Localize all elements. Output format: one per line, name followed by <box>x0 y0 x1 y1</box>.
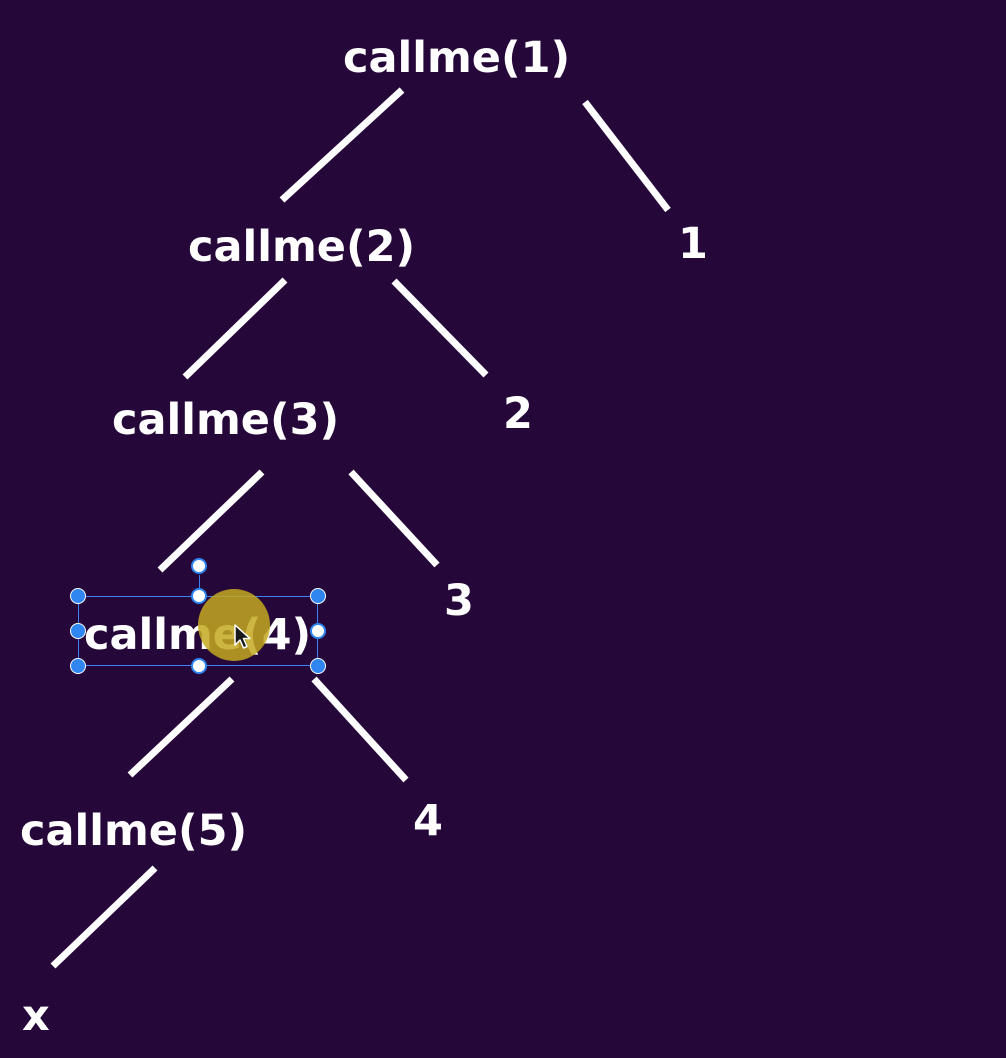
rotation-handle[interactable] <box>191 558 207 574</box>
edge-call2-ret2 <box>391 278 489 378</box>
node-callme-5[interactable]: callme(5) <box>20 806 248 856</box>
resize-handle-bottom-left[interactable] <box>70 658 86 674</box>
cursor-highlight <box>198 589 270 661</box>
node-callme-4[interactable]: callme(4) <box>84 610 312 660</box>
node-base-case[interactable]: x <box>22 991 50 1041</box>
mouse-pointer-icon <box>234 624 251 649</box>
node-callme-2[interactable]: callme(2) <box>188 222 416 272</box>
edge-call4-call5 <box>127 676 235 778</box>
resize-handle-bottom-right[interactable] <box>310 658 326 674</box>
node-callme-3[interactable]: callme(3) <box>112 395 340 445</box>
edge-call4-ret4 <box>311 676 409 783</box>
edge-call5-base <box>50 865 158 969</box>
resize-handle-top-right[interactable] <box>310 588 326 604</box>
edge-call2-call3 <box>182 277 288 380</box>
resize-handle-middle-left[interactable] <box>70 623 86 639</box>
resize-handle-middle-right[interactable] <box>310 623 326 639</box>
edge-call1-call2 <box>279 87 405 203</box>
resize-handle-top-left[interactable] <box>70 588 86 604</box>
node-output-1[interactable]: 1 <box>678 219 708 269</box>
edge-call3-call4 <box>157 469 265 573</box>
node-output-3[interactable]: 3 <box>444 576 474 626</box>
edge-call3-ret3 <box>348 469 440 568</box>
resize-handle-bottom-middle[interactable] <box>191 658 207 674</box>
node-callme-1[interactable]: callme(1) <box>343 33 571 83</box>
edge-call1-ret1 <box>582 99 671 213</box>
node-output-2[interactable]: 2 <box>503 389 533 439</box>
rotation-handle-stem <box>199 575 200 596</box>
node-output-4[interactable]: 4 <box>413 796 443 846</box>
resize-handle-top-middle[interactable] <box>191 588 207 604</box>
